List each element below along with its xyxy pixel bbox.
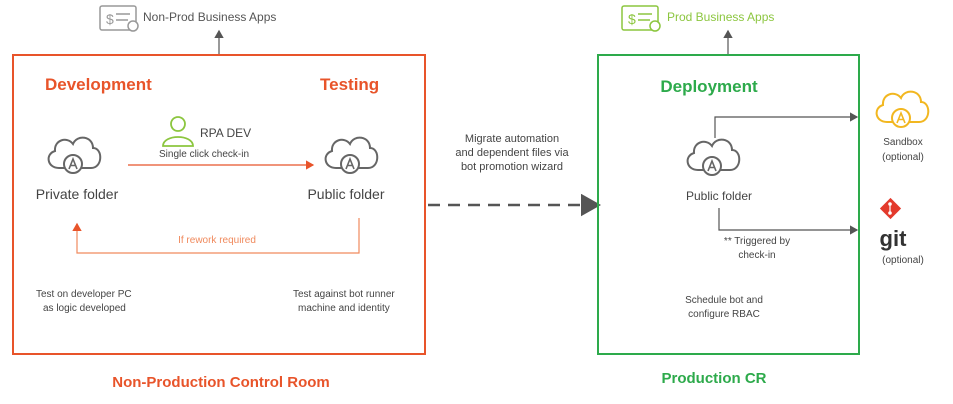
nonprod-apps-icon: $: [99, 5, 139, 32]
rework-label: If rework required: [178, 235, 256, 246]
rpa-dev-label: RPA DEV: [200, 126, 251, 140]
prod-public-folder-cloud-icon: [686, 138, 741, 176]
sandbox-optional: (optional): [882, 152, 924, 163]
test-runner-note-line1: Test against bot runner: [293, 289, 395, 300]
migrate-line1: Migrate automation: [465, 133, 559, 145]
schedule-line2: configure RBAC: [688, 309, 760, 320]
svg-text:$: $: [106, 11, 114, 27]
testing-title: Testing: [320, 75, 379, 94]
triggered-line1: ** Triggered by: [724, 236, 790, 247]
deployment-title: Deployment: [660, 77, 758, 96]
single-click-label: Single click check-in: [159, 149, 249, 160]
prod-control-room-box: [597, 54, 860, 355]
prod-apps-icon: $: [621, 5, 661, 32]
svg-text:$: $: [628, 11, 636, 27]
git-optional: (optional): [882, 255, 924, 266]
nonprod-control-room-title: Non-Production Control Room: [112, 374, 329, 391]
to-git-arrow: [718, 208, 859, 235]
nonprod-control-room-box: [12, 54, 426, 355]
rpa-dev-person-icon: [162, 116, 194, 147]
triggered-line2: check-in: [738, 250, 775, 261]
private-folder-cloud-icon: [47, 136, 102, 174]
prod-apps-label: Prod Business Apps: [667, 10, 774, 24]
test-dev-note-line1: Test on developer PC: [36, 289, 132, 300]
prod-public-folder-label: Public folder: [686, 189, 752, 203]
private-folder-label: Private folder: [36, 186, 119, 202]
sandbox-cloud-icon: [875, 90, 930, 128]
test-dev-note-line2: as logic developed: [43, 303, 126, 314]
migrate-line3: bot promotion wizard: [461, 161, 563, 173]
development-title: Development: [45, 75, 152, 94]
sandbox-label: Sandbox: [883, 137, 922, 148]
git-label: git: [880, 226, 908, 251]
to-sandbox-arrow: [714, 112, 859, 138]
schedule-line1: Schedule bot and: [685, 295, 763, 306]
nonprod-apps-label: Non-Prod Business Apps: [143, 10, 276, 24]
git-logo-icon: [879, 197, 902, 220]
migrate-line2: and dependent files via: [455, 147, 569, 159]
rework-loop-arrow: [72, 218, 360, 254]
public-folder-cloud-icon: [324, 136, 379, 174]
prod-control-room-title: Production CR: [662, 370, 767, 387]
test-runner-note-line2: machine and identity: [298, 303, 390, 314]
testing-public-folder-label: Public folder: [307, 186, 384, 202]
